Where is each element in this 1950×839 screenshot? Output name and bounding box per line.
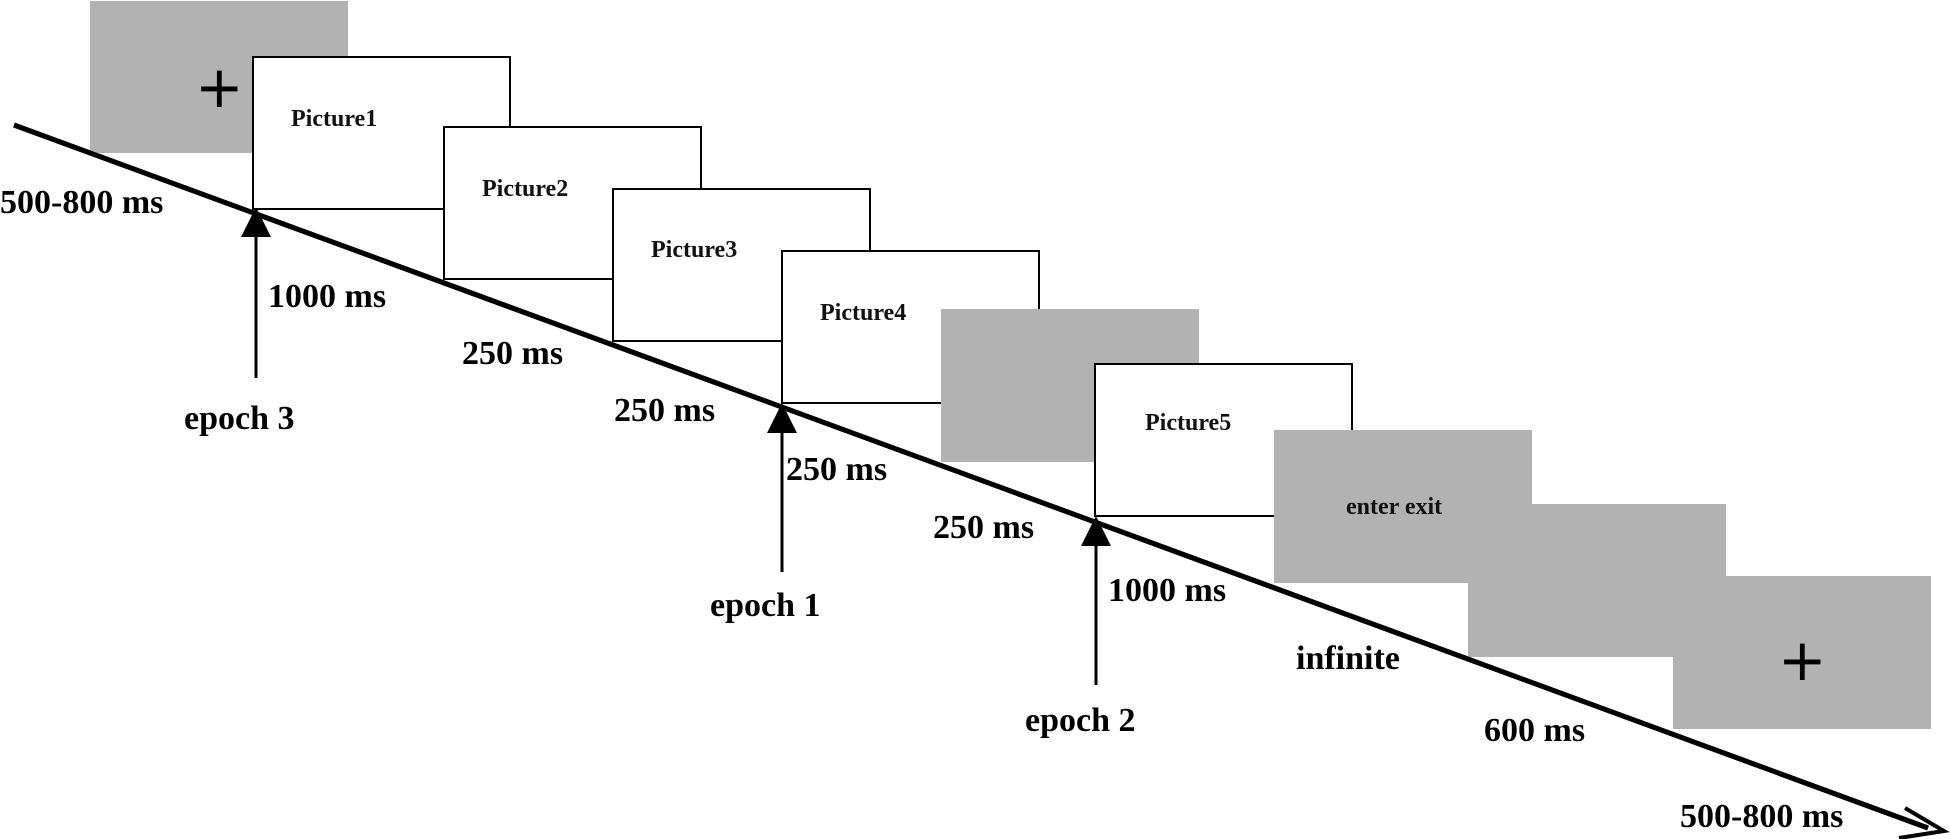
epoch-label: epoch 3 [184,400,295,437]
duration-label: 250 ms [462,335,564,372]
duration-label: 500-800 ms [1680,798,1844,835]
fixation-cross: + [1778,626,1827,694]
duration-label: 1000 ms [1108,572,1227,609]
duration-label: infinite [1296,640,1400,677]
timeline-arrowhead [1898,806,1950,839]
timeline-axis-overlay [13,122,1929,831]
duration-label: 1000 ms [268,278,387,315]
picture2-label: Picture2 [482,176,569,202]
epoch-label: epoch 2 [1025,702,1136,739]
fixation-cross: + [195,53,244,121]
fixation-screen-end: + [1673,576,1931,729]
response-label: enter exit [1346,494,1443,520]
duration-label: 600 ms [1484,712,1586,749]
duration-label: 500-800 ms [0,184,164,221]
duration-label: 250 ms [786,451,888,488]
picture3-label: Picture3 [651,237,738,263]
picture5-label: Picture5 [1145,410,1232,436]
picture1-label: Picture1 [291,106,378,132]
picture4-label: Picture4 [820,300,907,326]
epoch-label: epoch 1 [710,587,821,624]
duration-label: 250 ms [614,392,716,429]
duration-label: 250 ms [933,509,1035,546]
